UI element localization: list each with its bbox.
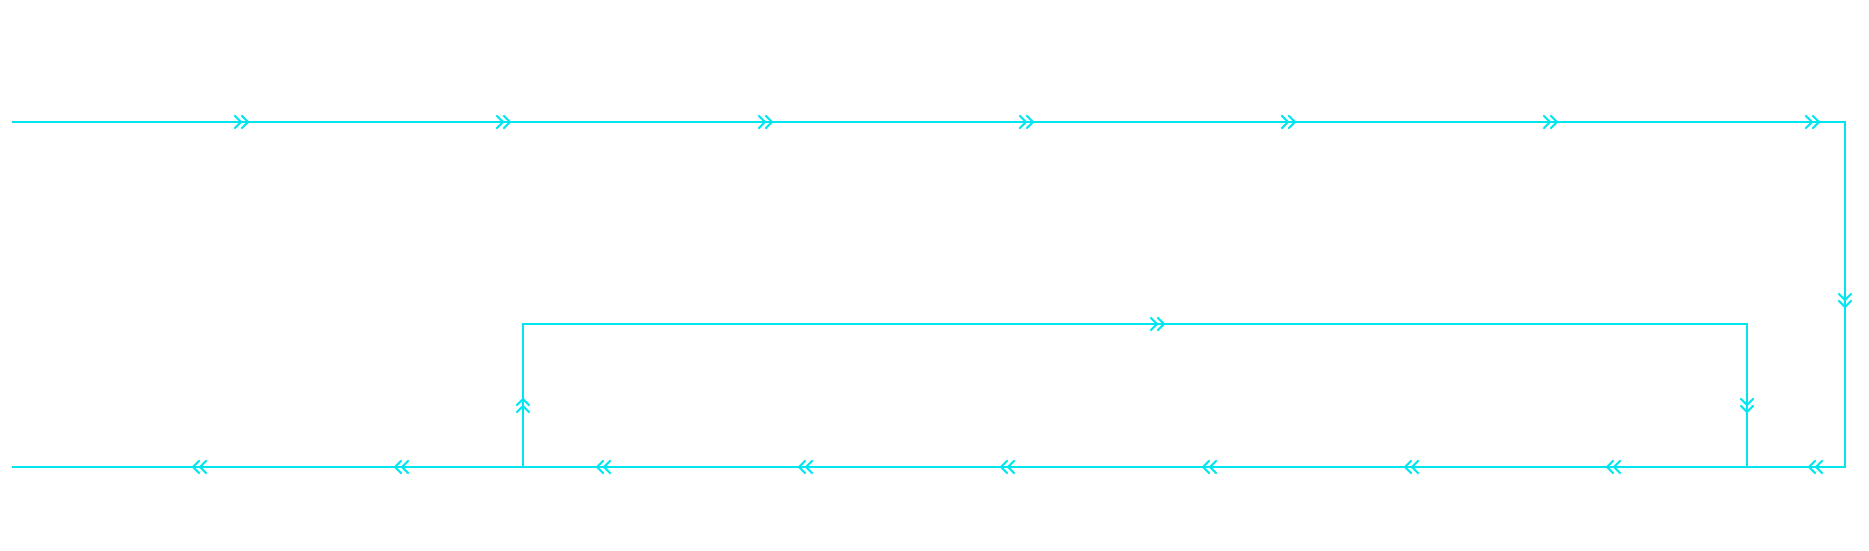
bottom-return-line-arrow-7 — [1403, 459, 1420, 475]
bottom-return-line-arrow-5 — [999, 459, 1016, 475]
top-forward-line-arrow-6 — [1542, 114, 1559, 130]
top-forward-line-arrow-7 — [1804, 114, 1821, 130]
bottom-return-line-arrow-9 — [1807, 459, 1824, 475]
top-forward-line-arrow-4 — [1018, 114, 1035, 130]
bottom-return-line-arrow-3 — [595, 459, 612, 475]
top-forward-line-arrow-3 — [757, 114, 774, 130]
top-forward-line-arrow-2 — [495, 114, 512, 130]
bottom-return-line-arrow-2 — [393, 459, 410, 475]
inner-loop-top-line-arrow-1 — [1149, 316, 1166, 332]
top-forward-line-arrow-5 — [1280, 114, 1297, 130]
bottom-return-line-arrow-6 — [1201, 459, 1218, 475]
inner-loop-up-line-arrow-1 — [515, 397, 531, 414]
right-vertical-down-line-arrow-1 — [1837, 292, 1853, 309]
inner-loop-down-line-arrow-1 — [1739, 397, 1755, 414]
flow-arrows — [191, 114, 1853, 475]
flow-lines — [12, 121, 1846, 468]
bottom-return-line-arrow-8 — [1605, 459, 1622, 475]
bottom-return-line-arrow-4 — [797, 459, 814, 475]
bottom-return-line-arrow-1 — [191, 459, 208, 475]
top-forward-line-arrow-1 — [233, 114, 250, 130]
